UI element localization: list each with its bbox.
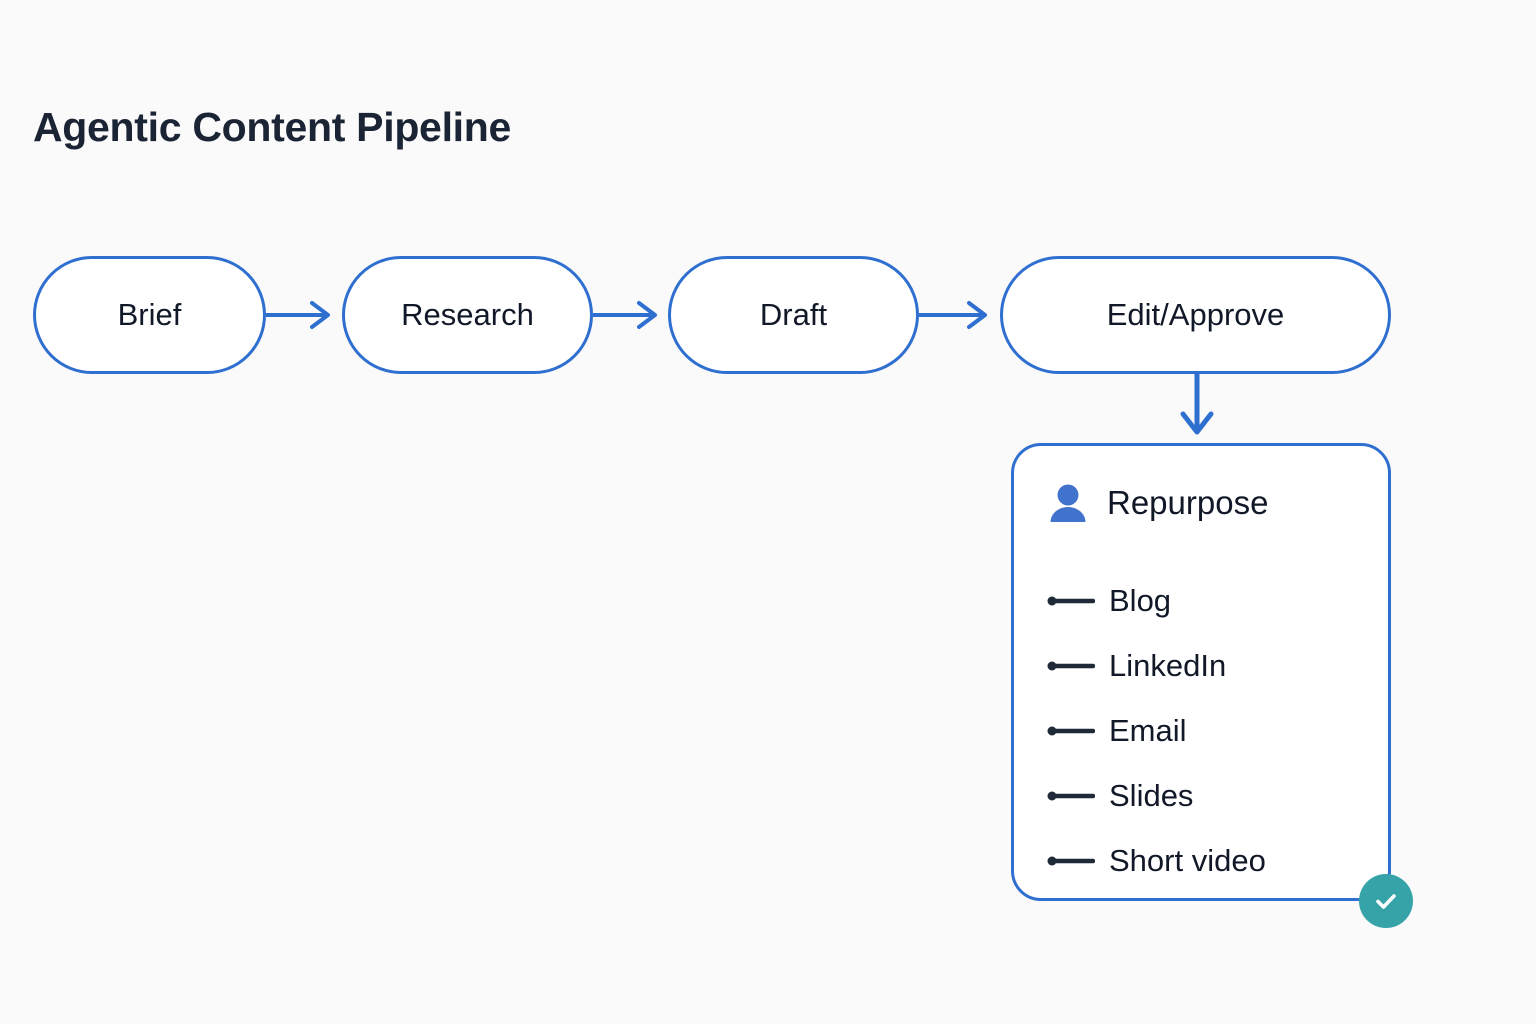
list-item-label: Email (1109, 712, 1187, 748)
repurpose-card-header: Repurpose (1047, 482, 1268, 524)
page-title: Agentic Content Pipeline (33, 104, 511, 150)
arrow-approve-to-repurpose (1180, 374, 1214, 435)
list-item[interactable]: LinkedIn (1047, 633, 1377, 698)
repurpose-card[interactable]: Repurpose Blog LinkedIn (1011, 443, 1391, 901)
pipeline-node-label: Edit/Approve (1106, 297, 1285, 332)
arrow-brief-to-research (266, 301, 330, 329)
pipeline-node-label: Draft (759, 297, 828, 332)
dash-bullet-icon (1047, 856, 1095, 865)
list-item-label: LinkedIn (1109, 647, 1227, 683)
arrow-research-to-draft (593, 301, 657, 329)
list-item[interactable]: Short video (1047, 828, 1377, 893)
repurpose-card-title: Repurpose (1107, 484, 1269, 521)
pipeline-node-draft[interactable]: Draft (668, 256, 919, 374)
list-item[interactable]: Slides (1047, 763, 1377, 828)
list-item[interactable]: Blog (1047, 568, 1377, 633)
pipeline-node-label: Research (401, 297, 534, 332)
dash-bullet-icon (1047, 661, 1095, 670)
person-icon (1050, 484, 1086, 522)
pipeline-node-edit-approve[interactable]: Edit/Approve (1000, 256, 1391, 374)
list-item-label: Slides (1109, 777, 1194, 813)
list-item[interactable]: Email (1047, 698, 1377, 763)
pipeline-node-brief[interactable]: Brief (33, 256, 266, 374)
list-item-label: Blog (1109, 582, 1172, 618)
dash-bullet-icon (1047, 596, 1095, 605)
status-badge[interactable] (1359, 874, 1413, 928)
list-item-label: Short video (1109, 842, 1266, 878)
repurpose-output-list: Blog LinkedIn Email (1047, 568, 1377, 893)
pipeline-node-research[interactable]: Research (342, 256, 593, 374)
pipeline-node-label: Brief (117, 297, 182, 332)
arrow-draft-to-approve (919, 301, 987, 329)
dash-bullet-icon (1047, 726, 1095, 735)
dash-bullet-icon (1047, 791, 1095, 800)
check-icon (1376, 894, 1396, 909)
